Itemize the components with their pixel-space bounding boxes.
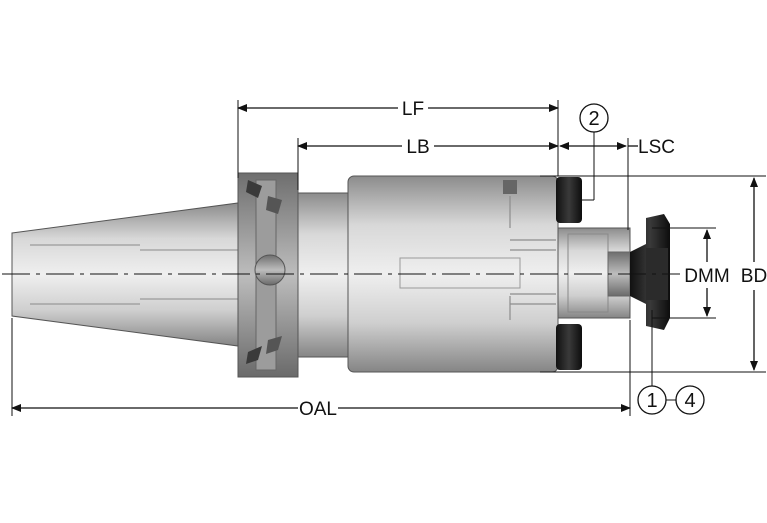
- taper-bore: [30, 244, 238, 305]
- drive-key-bottom: [266, 336, 282, 354]
- drive-slot-bottom: [246, 346, 262, 364]
- bd-label: BD: [741, 266, 767, 287]
- callout-4-text: 4: [684, 390, 695, 412]
- locking-screw-flat: [646, 248, 668, 300]
- drive-key-lower: [556, 324, 582, 370]
- extension-lines: [11, 100, 766, 416]
- dmm-label: DMM: [684, 266, 729, 287]
- lf-label: LF: [402, 99, 424, 120]
- drive-key-upper: [556, 177, 582, 223]
- lsc-label: LSC: [638, 137, 675, 158]
- internal-bore: [399, 257, 521, 289]
- body-recess-bottom: [509, 293, 556, 320]
- drive-key-top: [266, 196, 282, 214]
- oal-label: OAL: [299, 399, 337, 420]
- callout-4-circle: [675, 385, 705, 415]
- callout-2-text: 2: [588, 108, 599, 130]
- neck: [297, 192, 349, 358]
- drive-slot-top: [246, 180, 262, 198]
- tool-body: [11, 172, 670, 378]
- body-recess-top: [509, 196, 556, 251]
- orientation-hole: [254, 254, 286, 286]
- body-slot: [503, 180, 517, 194]
- callout-2-circle: [579, 103, 609, 133]
- callout-1-text: 1: [646, 390, 657, 412]
- lb-label: LB: [406, 137, 429, 158]
